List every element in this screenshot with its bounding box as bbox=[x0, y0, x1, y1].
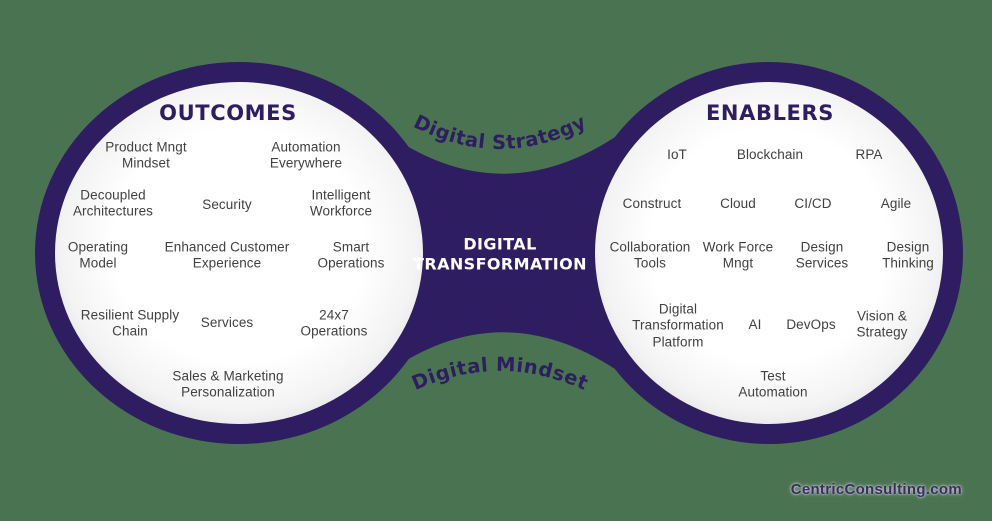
enabler-item: Agile bbox=[880, 195, 912, 211]
enabler-item: Digital Transformation Platform bbox=[632, 301, 724, 350]
enabler-item: AI bbox=[748, 316, 762, 332]
enabler-item: Work Force Mngt bbox=[702, 239, 774, 271]
outcome-item: Smart Operations bbox=[317, 239, 385, 271]
outcome-item: Sales & Marketing Personalization bbox=[172, 368, 284, 400]
enabler-item: Blockchain bbox=[736, 146, 804, 162]
enabler-item: Design Thinking bbox=[882, 239, 934, 271]
enabler-item: Test Automation bbox=[738, 368, 808, 400]
connector-band bbox=[343, 112, 662, 394]
enabler-item: Collaboration Tools bbox=[609, 239, 691, 271]
outcome-item: 24x7 Operations bbox=[300, 307, 368, 339]
outcomes-circle-fill bbox=[55, 82, 423, 424]
outcome-item: Product Mngt Mindset bbox=[105, 139, 187, 171]
outcome-item: Decoupled Architectures bbox=[72, 187, 154, 219]
enabler-item: RPA bbox=[855, 146, 883, 162]
enabler-item: DevOps bbox=[786, 316, 836, 332]
enabler-item: CI/CD bbox=[794, 195, 832, 211]
enabler-item: Design Services bbox=[795, 239, 849, 271]
enabler-item: Cloud bbox=[720, 195, 756, 211]
center-title: DIGITAL TRANSFORMATION bbox=[413, 234, 587, 274]
outcome-item: Resilient Supply Chain bbox=[80, 307, 180, 339]
outcomes-title: OUTCOMES bbox=[159, 101, 297, 125]
enabler-item: IoT bbox=[667, 146, 687, 162]
outcome-item: Enhanced Customer Experience bbox=[164, 239, 290, 271]
outcome-item: Operating Model bbox=[67, 239, 129, 271]
enabler-item: Vision & Strategy bbox=[856, 308, 908, 340]
outcome-item: Automation Everywhere bbox=[269, 139, 343, 171]
enablers-title: ENABLERS bbox=[705, 101, 835, 125]
watermark: CentricConsulting.com bbox=[790, 481, 962, 498]
outcome-item: Services bbox=[200, 314, 254, 330]
enabler-item: Construct bbox=[622, 195, 682, 211]
outcome-item: Intelligent Workforce bbox=[309, 187, 373, 219]
outcome-item: Security bbox=[202, 196, 252, 212]
enablers-circle-fill bbox=[595, 82, 943, 424]
